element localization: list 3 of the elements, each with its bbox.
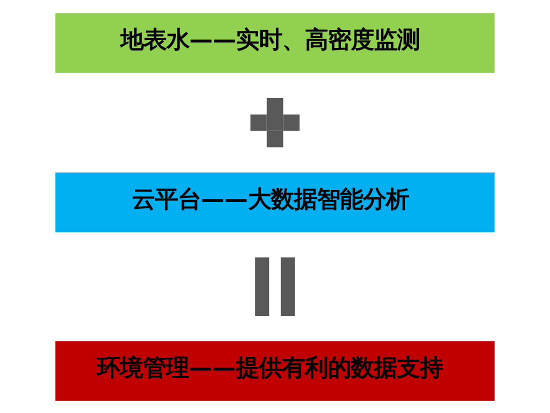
node-box: 云平台——大数据智能分析 — [55, 172, 495, 232]
node-box: 环境管理——提供有利的数据支持 — [55, 340, 495, 400]
node-box: 地表水——实时、高密度监测 — [55, 12, 495, 72]
